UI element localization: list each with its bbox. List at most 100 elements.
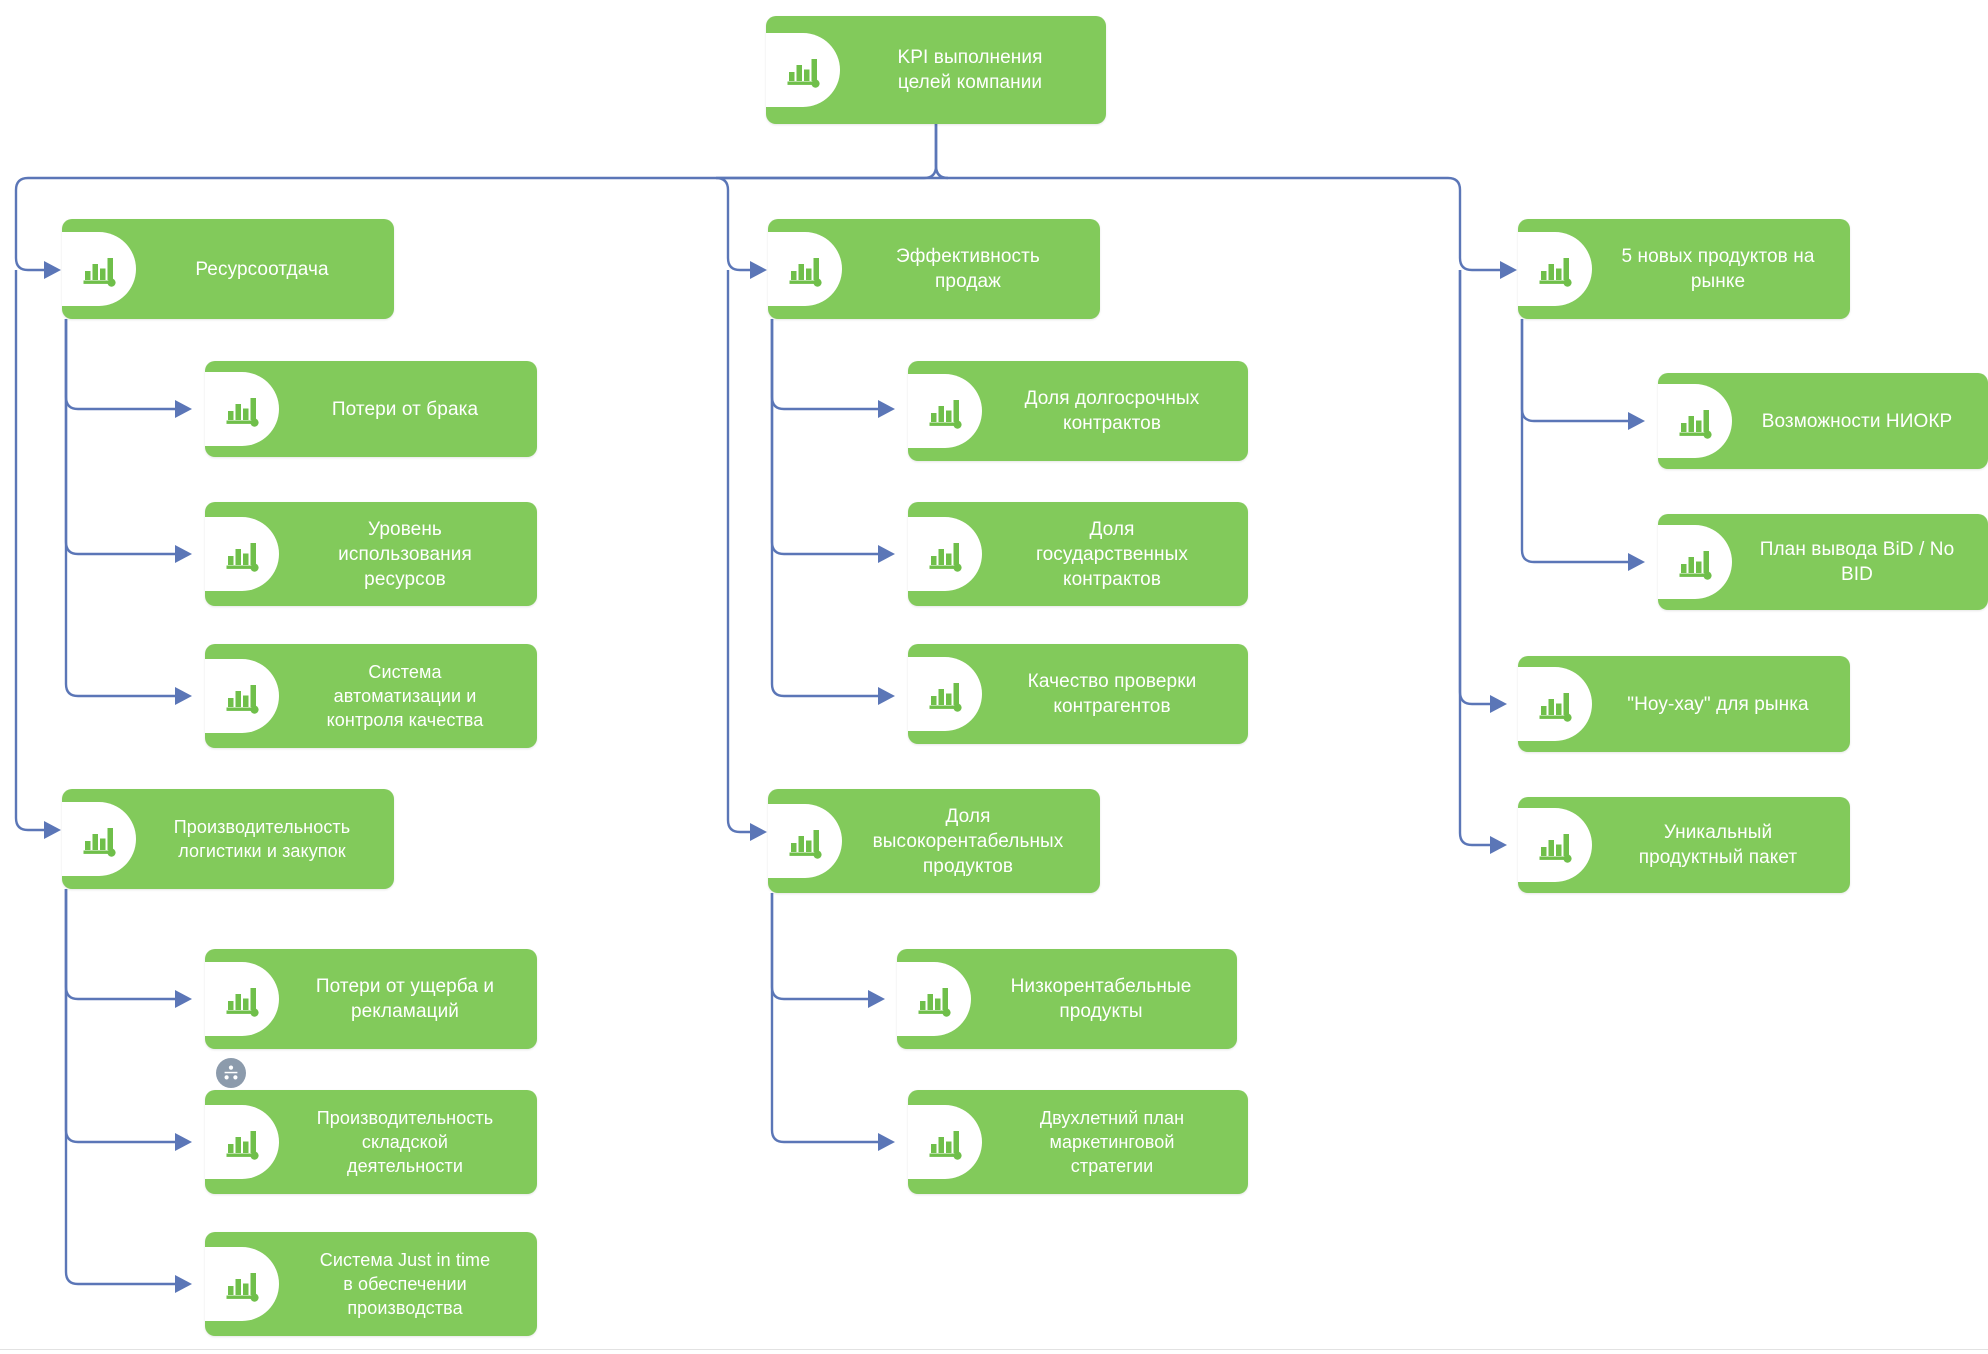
hierarchy-icon[interactable] — [216, 1058, 246, 1088]
bar-chart-icon — [789, 830, 822, 859]
bar-chart-icon — [205, 517, 279, 591]
bar-chart-icon — [1539, 258, 1572, 287]
connector-line — [770, 893, 868, 1001]
node-label: Потери от ущерба и рекламаций — [315, 976, 495, 1022]
connector-line — [1458, 270, 1490, 847]
diagram-node[interactable]: План вывода BiD / No BID — [1658, 514, 1988, 610]
bar-chart-icon — [929, 543, 962, 572]
node-label: Доля государственных контрактов — [1036, 518, 1188, 590]
diagram-node[interactable]: KPI выполнения целей компании — [766, 16, 1106, 124]
diagram-node[interactable]: Качество проверки контрагентов — [908, 644, 1248, 744]
diagram-node[interactable]: Доля государственных контрактов — [908, 502, 1248, 606]
diagram-node[interactable]: Доля долгосрочных контрактов — [908, 361, 1248, 461]
connector-arrowhead — [44, 261, 61, 279]
node-label: Возможности НИОКР — [1761, 410, 1953, 432]
connector-line — [14, 270, 44, 832]
diagram-node[interactable]: Доля высокорентабельных продуктов — [768, 789, 1100, 893]
diagram-node[interactable]: Ресурсоотдача — [62, 219, 394, 319]
diagram-node[interactable]: 5 новых продуктов на рынке — [1518, 219, 1850, 319]
connector-line — [64, 319, 175, 411]
diagram-node[interactable]: Система автоматизации и контроля качеств… — [205, 644, 537, 748]
bar-chart-icon — [908, 1105, 982, 1179]
node-label: Эффективность продаж — [896, 246, 1040, 292]
bar-chart-icon — [1679, 410, 1712, 439]
node-label: Потери от брака — [331, 398, 479, 420]
connector-line — [64, 319, 175, 698]
bar-chart-icon — [1658, 384, 1732, 458]
connector-line — [64, 889, 175, 1001]
bar-chart-icon — [768, 804, 842, 878]
node-label: Доля высокорентабельных продуктов — [872, 805, 1064, 877]
bar-chart-icon — [226, 398, 259, 427]
bar-chart-icon — [908, 517, 982, 591]
node-label: Система Just in time в обеспечении произ… — [319, 1250, 491, 1318]
diagram-node[interactable]: Возможности НИОКР — [1658, 373, 1988, 469]
bar-chart-icon — [929, 1131, 962, 1160]
diagram-node[interactable]: Уникальный продуктный пакет — [1518, 797, 1850, 893]
diagram-node[interactable]: Система Just in time в обеспечении произ… — [205, 1232, 537, 1336]
connector-arrowhead — [750, 823, 767, 841]
connector-line — [1520, 319, 1628, 564]
diagram-node[interactable]: Производительность логистики и закупок — [62, 789, 394, 889]
node-label: Доля долгосрочных контрактов — [1024, 388, 1200, 434]
connector-line — [64, 889, 175, 1144]
node-label: 5 новых продуктов на рынке — [1621, 246, 1815, 292]
bar-chart-icon — [205, 659, 279, 733]
bar-chart-icon — [908, 657, 982, 731]
connector-arrowhead — [175, 400, 192, 418]
connector-arrowhead — [175, 1133, 192, 1151]
node-label: План вывода BiD / No BID — [1759, 539, 1955, 585]
connector-arrowhead — [878, 545, 895, 563]
connector-arrowhead — [878, 687, 895, 705]
node-label: Низкорентабельные продукты — [1010, 976, 1192, 1022]
node-label: Уникальный продуктный пакет — [1638, 822, 1798, 868]
node-label: Ресурсоотдача — [195, 258, 329, 280]
diagram-node[interactable]: Уровень использования ресурсов — [205, 502, 537, 606]
bar-chart-icon — [226, 685, 259, 714]
diagram-node[interactable]: Двухлетний план маркетинговой стратегии — [908, 1090, 1248, 1194]
connector-arrowhead — [175, 990, 192, 1008]
bottom-divider — [0, 1349, 1988, 1350]
bar-chart-icon — [1518, 808, 1592, 882]
bar-chart-icon — [205, 372, 279, 446]
connector-arrowhead — [1628, 412, 1645, 430]
bar-chart-icon — [62, 802, 136, 876]
node-label: Качество проверки контрагентов — [1027, 671, 1197, 717]
bar-chart-icon — [83, 828, 116, 857]
bar-chart-icon — [1539, 834, 1572, 863]
connector-arrowhead — [175, 687, 192, 705]
connector-arrowhead — [1490, 836, 1507, 854]
bar-chart-icon — [1539, 693, 1572, 722]
bar-chart-icon — [929, 683, 962, 712]
node-label: KPI выполнения целей компании — [897, 47, 1043, 93]
connector-line — [770, 893, 878, 1144]
connector-arrowhead — [868, 990, 885, 1008]
node-label: Производительность складской деятельност… — [316, 1108, 494, 1176]
connector-arrowhead — [1490, 695, 1507, 713]
bar-chart-icon — [1679, 551, 1712, 580]
bar-chart-icon — [787, 59, 820, 88]
bar-chart-icon — [766, 33, 840, 107]
diagram-node[interactable]: Потери от брака — [205, 361, 537, 457]
node-label: Уровень использования ресурсов — [338, 518, 472, 590]
connector-line — [770, 319, 878, 556]
connector-arrowhead — [1500, 261, 1517, 279]
node-label: Система автоматизации и контроля качеств… — [326, 662, 484, 730]
diagram-node[interactable]: Низкорентабельные продукты — [897, 949, 1237, 1049]
bar-chart-icon — [929, 400, 962, 429]
bar-chart-icon — [908, 374, 982, 448]
bar-chart-icon — [62, 232, 136, 306]
diagram-node[interactable]: Эффективность продаж — [768, 219, 1100, 319]
diagram-node[interactable]: Производительность складской деятельност… — [205, 1090, 537, 1194]
bar-chart-icon — [789, 258, 822, 287]
bar-chart-icon — [1518, 232, 1592, 306]
node-label: Двухлетний план маркетинговой стратегии — [1039, 1108, 1185, 1176]
bar-chart-icon — [226, 988, 259, 1017]
connector-arrowhead — [44, 821, 61, 839]
diagram-node[interactable]: Потери от ущерба и рекламаций — [205, 949, 537, 1049]
diagram-node[interactable]: "Ноу-хау" для рынка — [1518, 656, 1850, 752]
node-label: Производительность логистики и закупок — [173, 817, 351, 861]
connector-line — [770, 319, 878, 698]
bar-chart-icon — [918, 988, 951, 1017]
connector-line — [1520, 319, 1628, 423]
